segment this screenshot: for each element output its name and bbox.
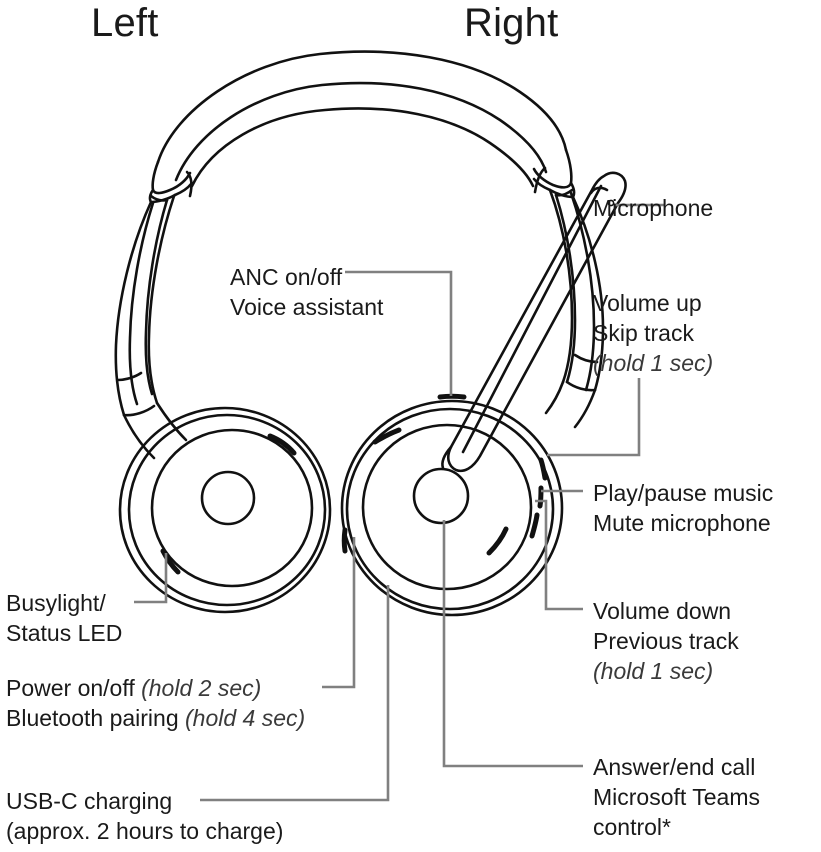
leader-usbc <box>200 585 390 802</box>
callout-bluetooth-main: Bluetooth pairing <box>6 705 186 731</box>
callout-busylight: Busylight/ Status LED <box>6 588 122 648</box>
callout-answer-end-call-line2: Microsoft Teams <box>593 784 761 810</box>
headband-inner-pad <box>185 107 547 198</box>
leader-lines <box>134 203 664 802</box>
callout-volume-up-line1: Volume up <box>593 290 702 316</box>
right-earcup-button-marks <box>341 393 548 556</box>
callout-usb-c-line1: USB-C charging <box>6 788 173 814</box>
left-earcup-led-marks <box>160 433 297 575</box>
left-earcup <box>118 406 332 614</box>
callout-volume-up-line3: (hold 1 sec) <box>593 350 714 376</box>
callout-usb-c-line2: (approx. 2 hours to charge) <box>6 818 284 844</box>
callout-power-bluetooth: Power on/off (hold 2 sec) Bluetooth pair… <box>6 673 305 733</box>
callout-play-pause: Play/pause music Mute microphone <box>593 478 773 538</box>
callout-bluetooth-hold: (hold 4 sec) <box>185 705 306 731</box>
microphone-port <box>607 199 615 207</box>
headband-outer <box>156 50 568 182</box>
callout-volume-down: Volume down Previous track (hold 1 sec) <box>593 596 739 686</box>
callout-volume-down-line2: Previous track <box>593 628 739 654</box>
boom-pivot <box>441 445 453 470</box>
callout-power-line: Power on/off (hold 2 sec) <box>6 673 305 703</box>
callout-answer-end-call: Answer/end call Microsoft Teams control* <box>593 752 760 842</box>
callout-busylight-line1: Busylight/ <box>6 590 106 616</box>
callout-volume-down-line1: Volume down <box>593 598 732 624</box>
callout-anc-line2: Voice assistant <box>230 294 384 320</box>
callout-microphone: Microphone <box>593 193 713 223</box>
callout-volume-up: Volume up Skip track (hold 1 sec) <box>593 288 713 378</box>
callout-power-main: Power on/off <box>6 675 142 701</box>
leader-volume-up <box>547 378 641 457</box>
leader-anc <box>345 270 453 396</box>
callout-bluetooth-line: Bluetooth pairing (hold 4 sec) <box>6 703 305 733</box>
side-title-left: Left <box>91 1 159 45</box>
callout-busylight-line2: Status LED <box>6 620 123 646</box>
callout-answer-end-call-line1: Answer/end call <box>593 754 756 780</box>
callout-play-pause-line2: Mute microphone <box>593 510 771 536</box>
boom-microphone <box>446 171 627 473</box>
callout-play-pause-line1: Play/pause music <box>593 480 774 506</box>
side-title-right: Right <box>464 1 559 45</box>
leader-power <box>322 537 356 689</box>
callout-anc: ANC on/off Voice assistant <box>230 262 383 322</box>
leader-volume-down <box>535 499 583 611</box>
callout-answer-end-call-line3: control* <box>593 814 671 840</box>
callout-microphone-line1: Microphone <box>593 195 714 221</box>
leader-busylight <box>134 553 168 604</box>
left-slider-arm <box>114 194 188 460</box>
leader-answer-end <box>442 520 583 768</box>
callout-volume-up-line2: Skip track <box>593 320 694 346</box>
callout-usb-c-charging: USB-C charging (approx. 2 hours to charg… <box>6 786 283 846</box>
right-earcup <box>340 399 564 617</box>
left-hinge <box>148 160 193 204</box>
callout-power-hold: (hold 2 sec) <box>141 675 262 701</box>
callout-anc-line1: ANC on/off <box>230 264 343 290</box>
callout-volume-down-line3: (hold 1 sec) <box>593 658 714 684</box>
